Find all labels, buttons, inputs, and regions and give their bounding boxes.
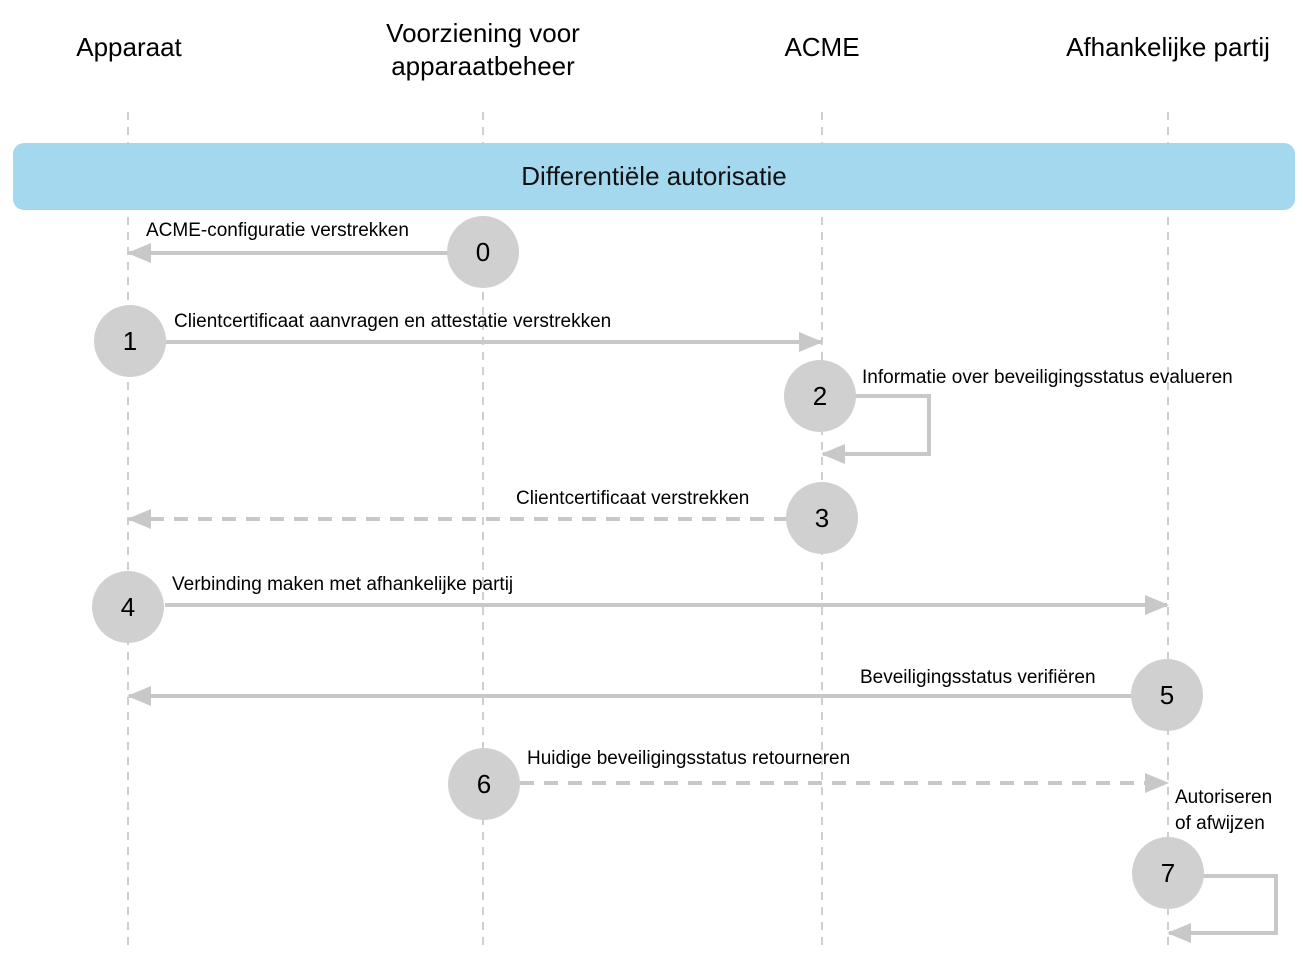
step-7-label: Autoriseren of afwijzen [1175, 787, 1273, 834]
step-5-label: Beveiligingsstatus verifiëren [860, 667, 1096, 688]
arrow-step-7 [1167, 874, 1278, 943]
step-3-label: Clientcertificaat verstrekken [516, 488, 750, 509]
actor-acme: ACME [784, 32, 860, 62]
step-7-badge: 7 [1132, 837, 1204, 909]
differential-authorization-band: Differentiële autorisatie [13, 143, 1295, 210]
step-1-badge: 1 [94, 305, 166, 377]
step-0-label: ACME-configuratie verstrekken [146, 220, 409, 241]
step-1-label: Clientcertificaat aanvragen en attestati… [174, 311, 612, 332]
step-2-label: Informatie over beveiligingsstatus evalu… [862, 367, 1233, 388]
step-4-label: Verbinding maken met afhankelijke partij [172, 574, 514, 595]
step-4-badge: 4 [92, 571, 164, 643]
step-5-badge: 5 [1131, 659, 1203, 731]
actor-mdm: Voorziening voor apparaatbeheer [386, 18, 580, 81]
band-label: Differentiële autorisatie [521, 161, 787, 191]
arrow-step-2 [821, 394, 931, 464]
step-6-badge: 6 [448, 748, 520, 820]
actor-apparaat: Apparaat [76, 32, 182, 62]
step-6-label: Huidige beveiligingsstatus retourneren [527, 748, 851, 769]
step-3-badge: 3 [786, 482, 858, 554]
step-2-badge: 2 [784, 360, 856, 432]
actor-afhankelijke-partij: Afhankelijke partij [1066, 32, 1270, 62]
step-0-badge: 0 [447, 216, 519, 288]
